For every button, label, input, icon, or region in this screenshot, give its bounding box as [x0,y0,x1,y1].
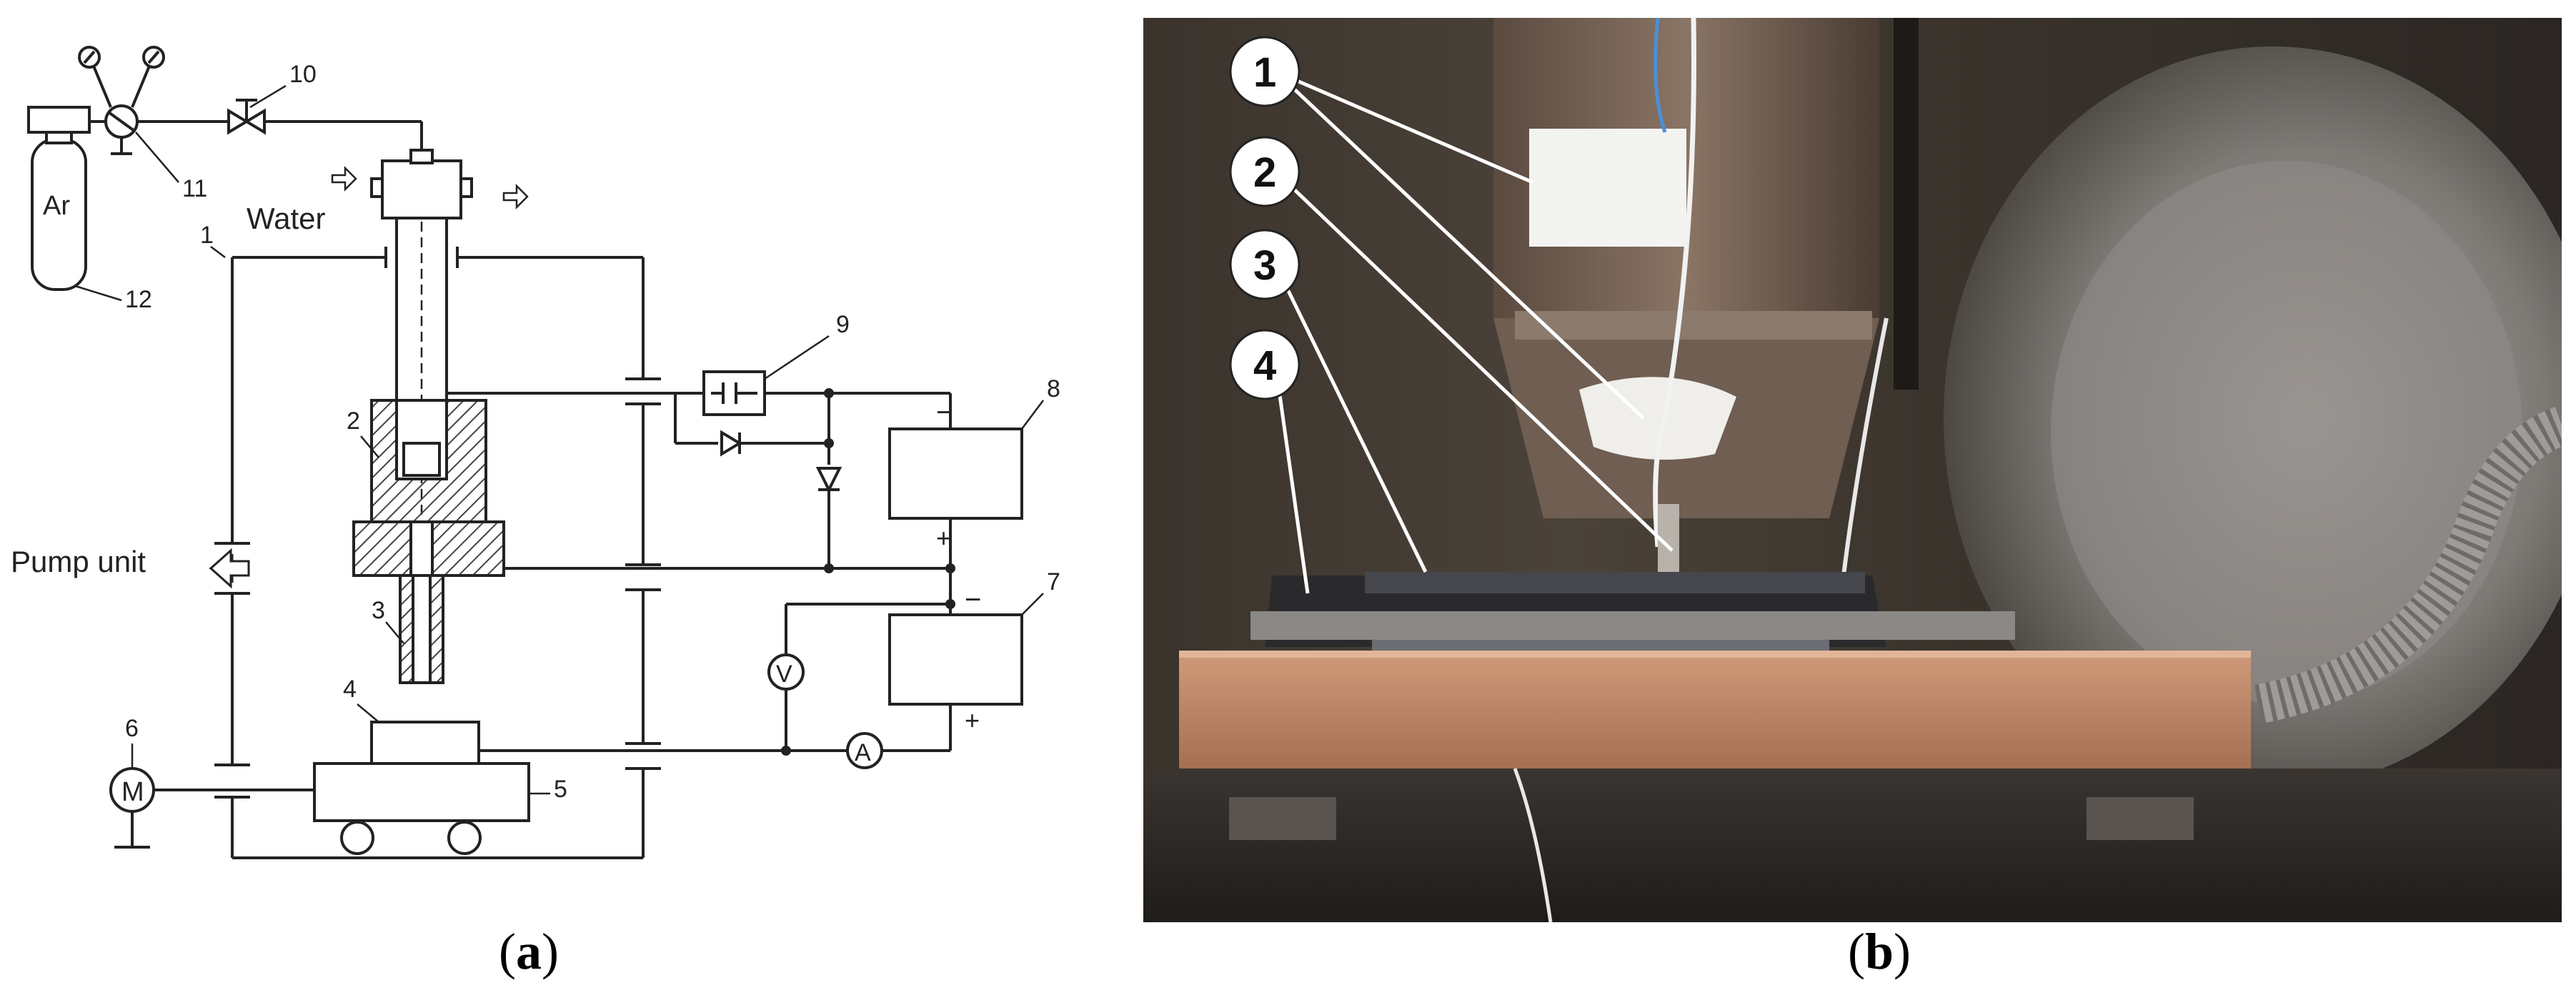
photo-leaders [1273,69,1674,594]
worktable [313,721,530,855]
junction-dots [781,388,955,756]
pump-arrow-icon [209,548,250,589]
water-cooling-head: Water [247,149,529,235]
caption-b-letter: b [1864,923,1894,980]
callout-11: 11 [182,175,207,202]
caption-a-close: ) [542,923,559,980]
callout-1: 1 [200,222,214,249]
callout-6: 6 [125,715,139,742]
water-label: Water [247,202,325,235]
caption-a-open: ( [499,923,516,980]
callout-7: 7 [1047,568,1060,596]
plus-bottom-label: + [965,706,980,735]
photo-callout-1: 1 [1253,49,1276,96]
plus-top-label: + [936,523,951,553]
minus-top-label: − [936,397,953,428]
chamber-floor [1143,769,2562,922]
photo-callout-1-circle [1229,36,1301,107]
photo-callout-4-circle [1229,329,1301,400]
caption-b: (b) [1736,922,2022,982]
voltmeter-label: V [776,661,792,688]
panel-b-photo: 1 2 3 4 [1143,18,2562,922]
nozzle [399,574,444,684]
photo-callout-3-circle [1229,229,1301,300]
callout-numbers: 1 2 3 4 5 6 7 8 9 10 11 12 [125,61,1060,803]
callout-9: 9 [836,311,850,338]
photo-callout-2: 2 [1253,149,1276,196]
cathode-assembly [352,399,505,577]
pressure-regulator [78,46,165,155]
photo-callout-4: 4 [1253,342,1276,389]
callout-8: 8 [1047,375,1060,402]
insulator-block [1529,129,1686,247]
ammeter-label: A [855,739,871,766]
argon-cylinder: Ar [27,106,91,291]
photo-svg: 1 2 3 4 [1143,18,2562,922]
caption-b-close: ) [1894,923,1911,980]
caption-b-open: ( [1847,923,1865,980]
callout-2: 2 [347,407,360,435]
callout-12: 12 [125,286,152,313]
pump-unit-label: Pump unit [11,545,146,578]
drive-motor: M [109,767,314,849]
motor-label: M [121,777,144,807]
callout-5: 5 [554,776,567,803]
power-supply-8 [888,428,1023,520]
callout-4: 4 [343,676,357,703]
photo-callout-2-circle [1229,136,1301,207]
panel-a-schematic: Ar [0,0,1115,1004]
caption-a-letter: a [516,923,542,980]
photo-callouts: 1 2 3 4 [1229,36,1301,400]
gas-valve [137,99,423,152]
vacuum-chamber [214,247,661,859]
power-supply-7 [888,613,1023,706]
photo-callout-3: 3 [1253,242,1276,289]
electrical-circuit: − + − + V A [447,370,1023,769]
callout-10: 10 [289,61,317,88]
pump-unit: Pump unit [11,545,250,589]
callout-leaders [74,84,1044,795]
minus-bottom-label: − [965,584,981,616]
callout-3: 3 [372,597,385,624]
ar-label: Ar [43,191,70,221]
caption-a: (a) [386,922,672,982]
cable [1653,18,1696,548]
schematic-svg: Ar [11,46,1060,859]
